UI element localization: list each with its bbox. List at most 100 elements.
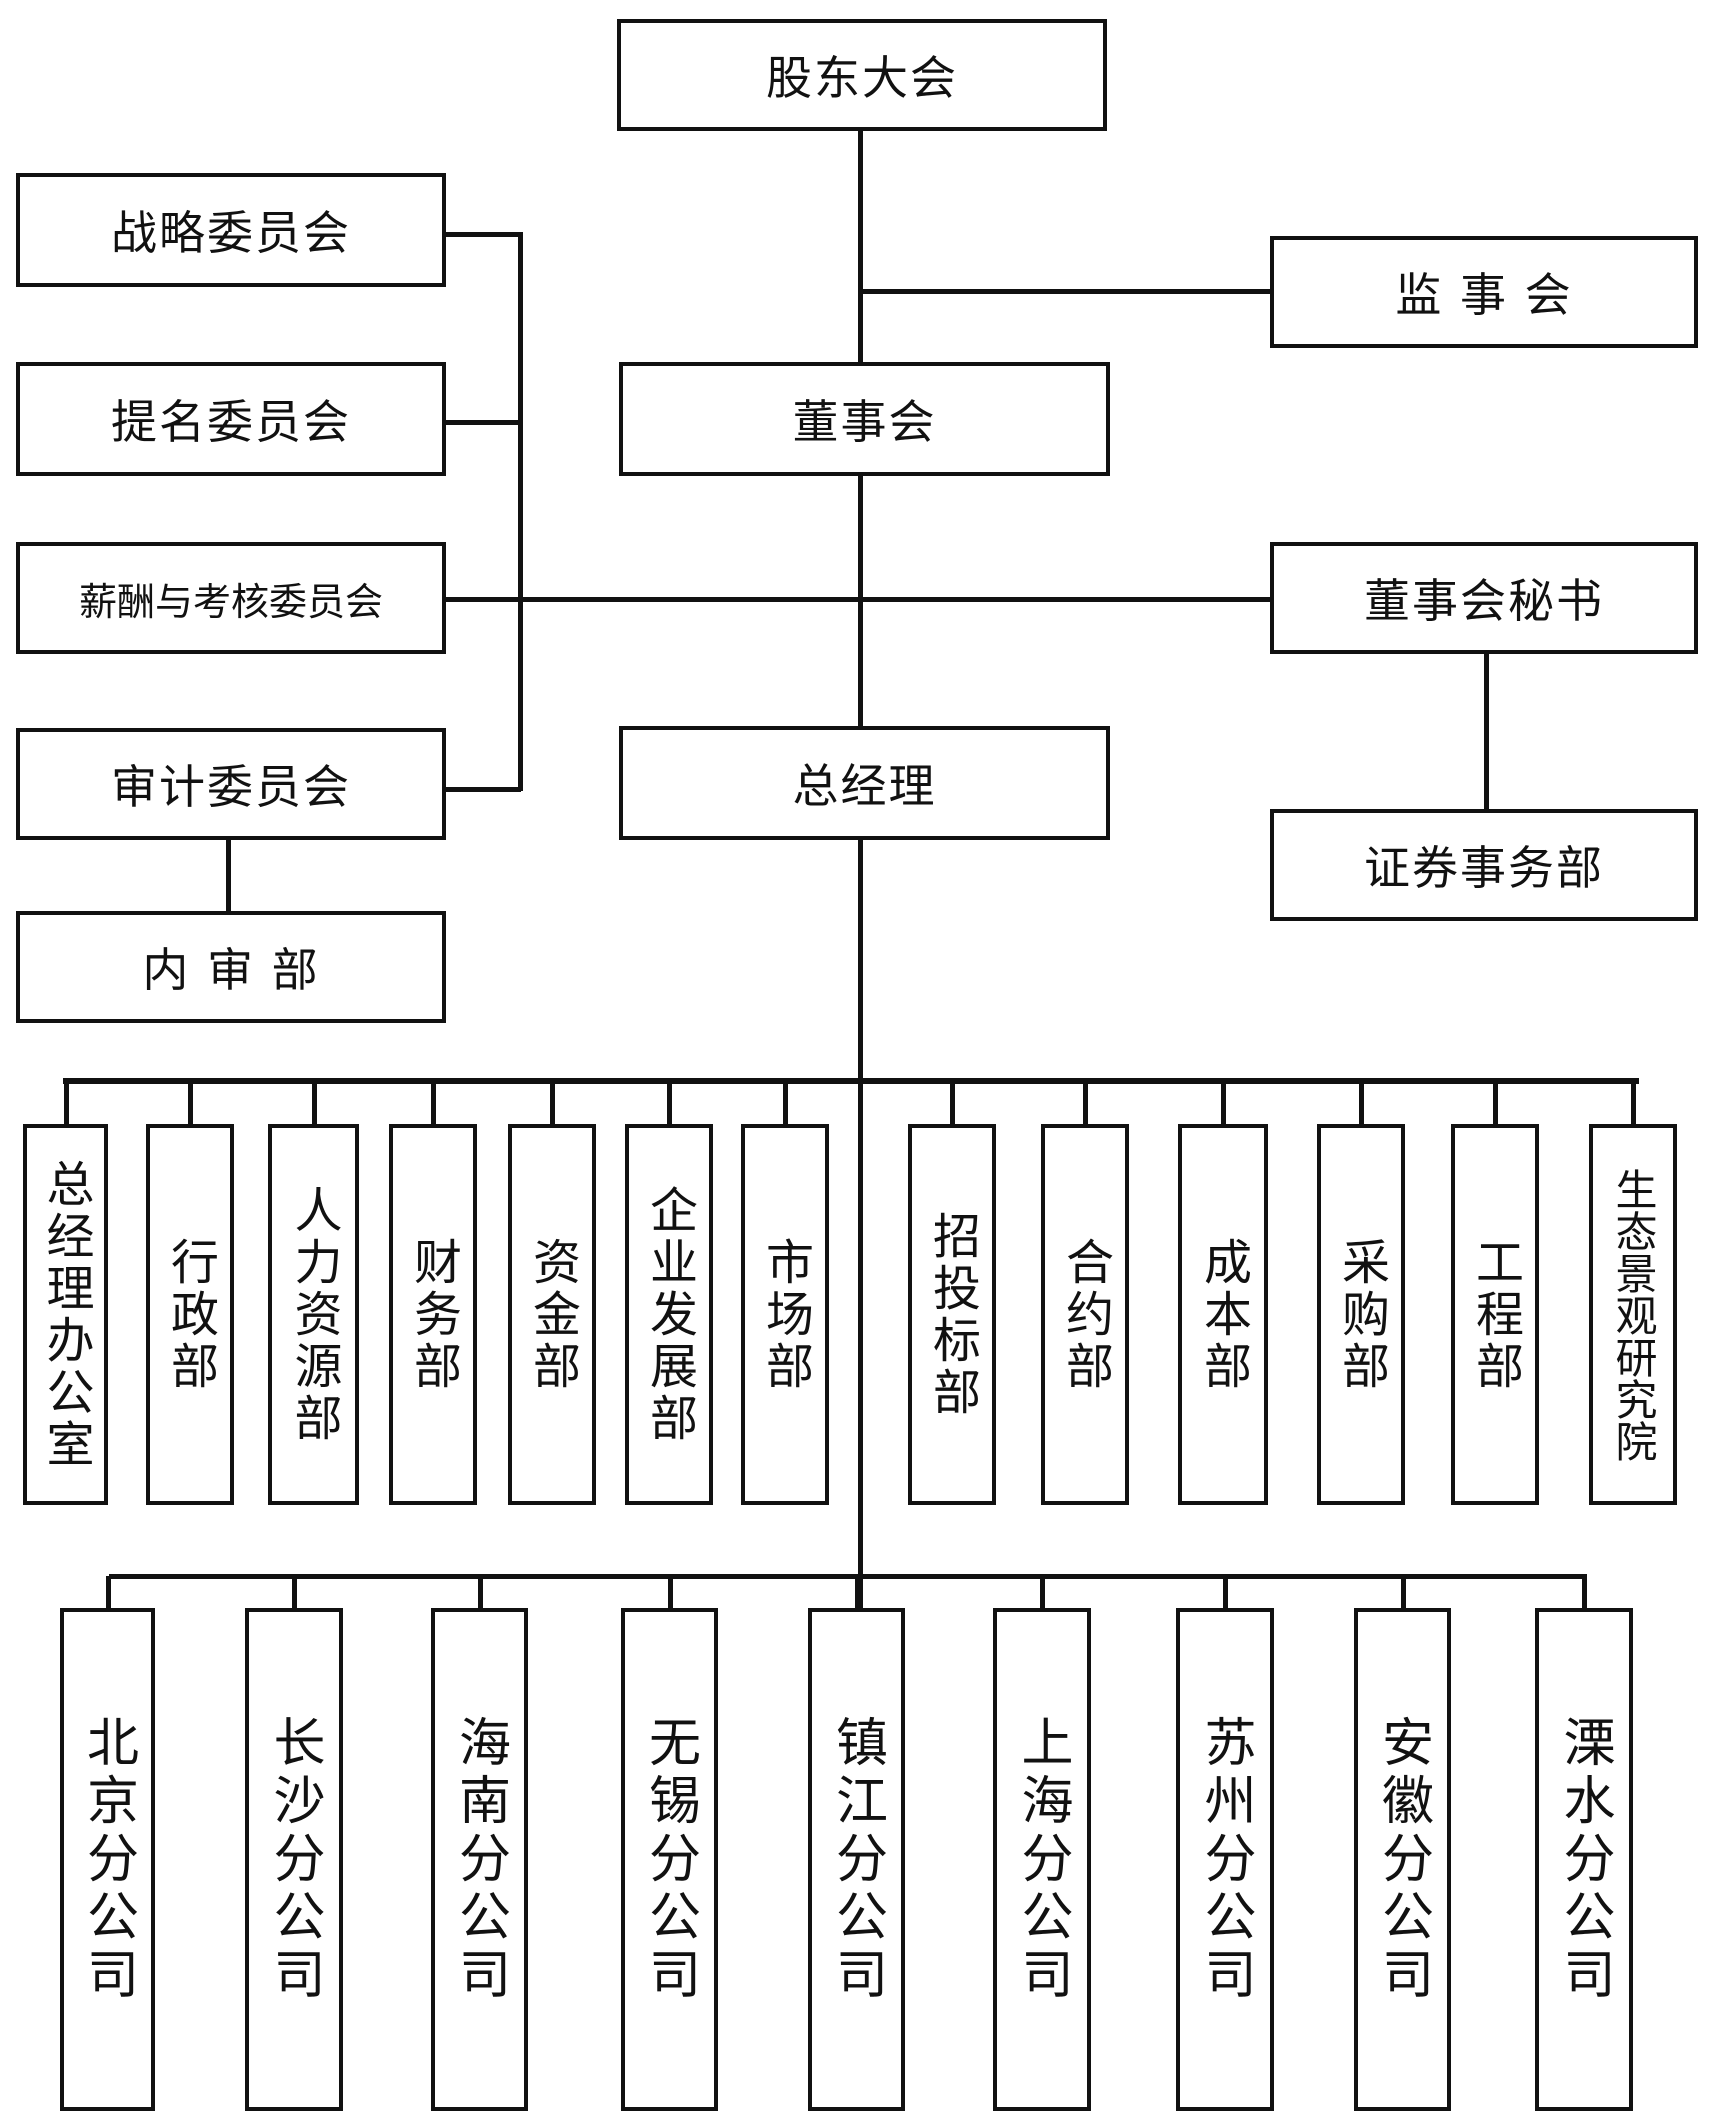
committee-box-label: 战略委员会 — [111, 206, 351, 260]
department-box-label: 工程部 — [1467, 1236, 1523, 1393]
branch-box-label: 苏州分公司 — [1195, 1714, 1255, 2005]
department-box-label: 人力资源部 — [285, 1184, 342, 1445]
shareholders-box-label: 股东大会 — [766, 51, 958, 105]
branch-box-label: 海南分公司 — [449, 1714, 510, 2005]
branch-box: 溧水分公司 — [1535, 1608, 1633, 2111]
branch-connector — [1582, 1576, 1587, 1610]
department-connector — [1631, 1080, 1636, 1126]
department-box: 总经理办公室 — [23, 1124, 108, 1505]
board-secretary-box-label: 董事会秘书 — [1364, 574, 1604, 628]
branch-box-label: 镇江分公司 — [826, 1714, 887, 2005]
branch-box-label: 长沙分公司 — [264, 1714, 324, 2005]
department-box: 成本部 — [1178, 1124, 1268, 1505]
committee-box-label: 审计委员会 — [111, 760, 351, 814]
department-box: 招投标部 — [908, 1124, 996, 1505]
department-box: 市场部 — [741, 1124, 829, 1505]
internal-audit-box: 内 审 部 — [16, 911, 446, 1023]
department-connector — [1083, 1080, 1088, 1126]
department-box-label: 市场部 — [757, 1236, 813, 1393]
department-connector — [550, 1080, 555, 1126]
branch-box: 镇江分公司 — [808, 1608, 905, 2111]
general-manager-box: 总经理 — [619, 726, 1110, 840]
shareholders-box: 股东大会 — [617, 19, 1107, 131]
department-connector — [783, 1080, 788, 1126]
department-connector — [312, 1080, 317, 1126]
branch-connector — [478, 1576, 483, 1610]
branch-box-label: 北京分公司 — [77, 1714, 138, 2005]
department-connector — [188, 1080, 193, 1126]
committee-secretary-connector — [446, 597, 1270, 602]
department-box-label: 生态景观研究院 — [1609, 1167, 1658, 1462]
department-box-label: 成本部 — [1195, 1236, 1251, 1393]
branch-connector — [1223, 1576, 1228, 1610]
branch-box-label: 安徽分公司 — [1372, 1714, 1433, 2005]
department-connector — [64, 1080, 69, 1126]
department-box-label: 财务部 — [405, 1236, 461, 1393]
department-box: 合约部 — [1041, 1124, 1129, 1505]
branch-box: 北京分公司 — [60, 1608, 155, 2111]
supervisory-board-box-label: 监 事 会 — [1395, 268, 1573, 322]
branch-connector — [292, 1576, 297, 1610]
committee-connector-2 — [446, 597, 521, 602]
main-trunk-lower — [858, 840, 863, 1610]
department-box: 人力资源部 — [268, 1124, 359, 1505]
department-connector — [431, 1080, 436, 1126]
supervisory-board-box: 监 事 会 — [1270, 236, 1698, 348]
department-connector — [1359, 1080, 1364, 1126]
department-box: 工程部 — [1451, 1124, 1539, 1505]
branch-connector — [855, 1576, 860, 1610]
branch-connector — [1040, 1576, 1045, 1610]
board-box-label: 董事会 — [792, 395, 937, 449]
department-box: 资金部 — [508, 1124, 596, 1505]
general-manager-box-label: 总经理 — [792, 759, 937, 813]
branch-box-label: 溧水分公司 — [1554, 1714, 1614, 2005]
committee-box: 战略委员会 — [16, 173, 446, 287]
board-box: 董事会 — [619, 362, 1110, 476]
secretary-securities-connector — [1484, 654, 1489, 809]
department-box: 财务部 — [389, 1124, 477, 1505]
committee-box: 提名委员会 — [16, 362, 446, 476]
board-secretary-box: 董事会秘书 — [1270, 542, 1698, 654]
branch-box: 长沙分公司 — [245, 1608, 343, 2111]
department-box-label: 总经理办公室 — [37, 1158, 94, 1471]
department-box: 采购部 — [1317, 1124, 1405, 1505]
department-box-label: 企业发展部 — [641, 1184, 697, 1445]
branch-box: 海南分公司 — [431, 1608, 528, 2111]
department-box-label: 资金部 — [524, 1236, 580, 1393]
department-box-label: 行政部 — [162, 1236, 218, 1393]
branch-connector — [1401, 1576, 1406, 1610]
department-connector — [950, 1080, 955, 1126]
branch-box: 无锡分公司 — [621, 1608, 718, 2111]
department-connector — [1493, 1080, 1498, 1126]
securities-dept-box-label: 证券事务部 — [1364, 841, 1604, 895]
securities-dept-box: 证券事务部 — [1270, 809, 1698, 921]
committee-box: 审计委员会 — [16, 728, 446, 840]
supervisory-connector — [860, 289, 1270, 294]
department-connector — [667, 1080, 672, 1126]
department-connector — [1221, 1080, 1226, 1126]
department-box-label: 合约部 — [1057, 1236, 1113, 1393]
committee-box-label: 薪酬与考核委员会 — [78, 579, 383, 624]
branch-box-label: 无锡分公司 — [639, 1714, 700, 2005]
committee-connector-1 — [446, 420, 521, 425]
committee-box: 薪酬与考核委员会 — [16, 542, 446, 654]
branch-box: 安徽分公司 — [1354, 1608, 1451, 2111]
audit-internal-connector — [226, 840, 231, 911]
department-box: 行政部 — [146, 1124, 234, 1505]
branch-box: 上海分公司 — [993, 1608, 1091, 2111]
branch-bus — [109, 1574, 1587, 1579]
branch-connector — [106, 1576, 111, 1610]
committee-box-label: 提名委员会 — [111, 395, 351, 449]
department-bus — [63, 1078, 1639, 1084]
branch-box-label: 上海分公司 — [1012, 1714, 1072, 2005]
branch-box: 苏州分公司 — [1176, 1608, 1274, 2111]
department-box-label: 采购部 — [1333, 1236, 1389, 1393]
department-box: 生态景观研究院 — [1589, 1124, 1677, 1505]
department-box: 企业发展部 — [625, 1124, 713, 1505]
committee-connector-3 — [446, 787, 521, 792]
department-box-label: 招投标部 — [924, 1210, 980, 1419]
internal-audit-box-label: 内 审 部 — [142, 943, 320, 997]
branch-connector — [668, 1576, 673, 1610]
committee-connector-0 — [446, 232, 521, 237]
committee-bus — [518, 232, 523, 791]
